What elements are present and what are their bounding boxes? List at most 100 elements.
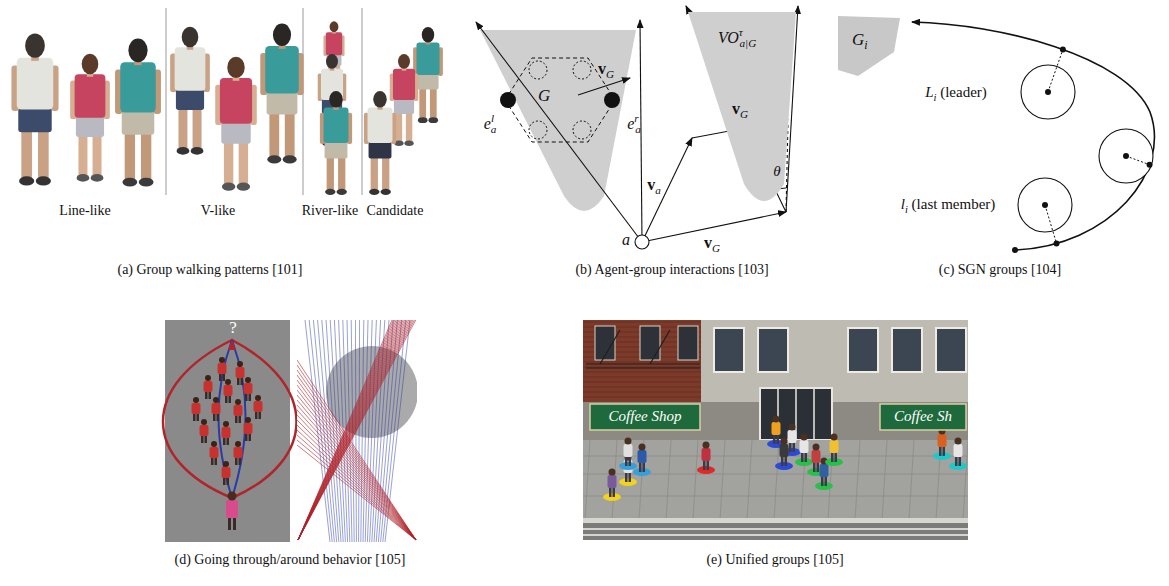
group-symbol: G <box>538 86 550 106</box>
member-circle <box>529 121 547 139</box>
text-run: v <box>704 234 712 251</box>
pedestrian <box>933 428 951 461</box>
cone-edge-arrow <box>686 6 786 212</box>
group-velocity-arrow <box>578 78 630 95</box>
around-trajectory <box>297 365 416 540</box>
crowd-person <box>204 375 213 399</box>
separator-line <box>166 8 167 195</box>
curb <box>583 518 968 523</box>
group-velocity-arrow <box>692 120 788 138</box>
group-region: Gi <box>836 14 906 80</box>
extreme-point <box>500 92 516 108</box>
pedestrian <box>619 454 637 487</box>
text-run: ? <box>229 318 237 337</box>
crowd-person <box>222 421 231 445</box>
text-run: Coffee Sh <box>894 408 952 424</box>
member-circle <box>529 61 547 79</box>
velocity-obstacle-cone <box>480 30 636 211</box>
angle-label: θ <box>773 163 780 180</box>
text-run: Candidate <box>367 203 424 218</box>
walker-figure <box>226 492 238 531</box>
tile-line <box>936 440 941 520</box>
text-run: (c) SGN groups [104] <box>939 262 1061 277</box>
window <box>640 326 660 360</box>
vector-label: vG <box>704 234 720 255</box>
tile-line <box>693 440 698 520</box>
crowd-person <box>210 441 219 465</box>
window <box>714 328 744 372</box>
brick-course <box>583 392 701 393</box>
crowd-person <box>234 441 243 465</box>
crowd-person <box>224 379 233 403</box>
text-run: G <box>538 86 550 105</box>
vector-label: va <box>647 176 661 197</box>
text-run: a <box>655 184 661 196</box>
around-trajectory <box>297 430 416 540</box>
curve-point-dot <box>1147 162 1153 168</box>
text-run: a <box>491 123 497 135</box>
pattern-label: River-like <box>302 203 358 219</box>
text-run: a <box>622 231 630 248</box>
around-trajectory <box>297 360 416 540</box>
pattern-label: V-like <box>201 203 235 219</box>
text-run: v <box>647 176 655 193</box>
goal-arrow <box>232 341 233 348</box>
around-trajectory <box>297 395 416 540</box>
text-run: τ <box>739 26 743 38</box>
brick-course <box>583 397 701 398</box>
brick-course <box>583 377 701 378</box>
vector-label: vG <box>598 60 614 81</box>
through-path <box>219 340 246 498</box>
text-run: e <box>484 115 491 132</box>
around-trajectory <box>297 380 416 540</box>
pattern-label: Candidate <box>367 203 424 219</box>
text-run: a <box>635 123 641 135</box>
plot-ground <box>297 320 417 542</box>
text-run: Coffee Shop <box>609 408 682 424</box>
road <box>583 523 968 540</box>
through-trajectory <box>326 320 341 542</box>
around-trajectory <box>297 435 416 540</box>
member-label: li (last member) <box>901 196 996 216</box>
text-run: e <box>627 115 634 132</box>
angle-arc <box>776 188 787 190</box>
sign-board <box>880 404 966 430</box>
text-run: (a) Group walking patterns [101] <box>117 262 302 277</box>
person-figure <box>115 39 161 187</box>
fire-escape <box>586 330 700 368</box>
member-circle <box>573 61 591 79</box>
tile-line <box>666 440 671 520</box>
around-trajectory <box>297 420 416 540</box>
text-run: a|G <box>740 37 757 49</box>
through-trajectory <box>363 320 368 542</box>
tile-line <box>774 440 779 520</box>
pattern-label: Line-like <box>59 203 110 219</box>
text-run: r <box>634 112 638 124</box>
curve-point-dot <box>1060 46 1066 52</box>
text-run: (d) Going through/around behavior [105] <box>175 552 406 567</box>
text-run: V-like <box>201 203 235 218</box>
vector-label: vG <box>732 100 748 121</box>
around-trajectory <box>297 415 416 540</box>
agent-velocity-arrow <box>642 138 692 242</box>
window <box>678 326 698 360</box>
text-run: i <box>934 92 937 103</box>
crowd-person <box>254 395 263 419</box>
trajectory-plot <box>297 320 417 542</box>
crowd-person <box>234 399 243 423</box>
tile-line <box>585 440 590 520</box>
sign-text: Coffee Shop <box>609 408 682 425</box>
group-symbol: Gi <box>852 30 868 53</box>
tile-line <box>720 440 725 520</box>
shop-sign: Coffee Sh <box>880 404 966 430</box>
member-label: Li (leader) <box>925 84 987 104</box>
cone-edge-arrow <box>476 22 642 242</box>
text-run: l <box>901 196 905 212</box>
text-run: G <box>606 68 614 80</box>
pedestrian <box>603 469 621 502</box>
pedestrian <box>633 444 651 477</box>
tile-line <box>882 440 887 520</box>
